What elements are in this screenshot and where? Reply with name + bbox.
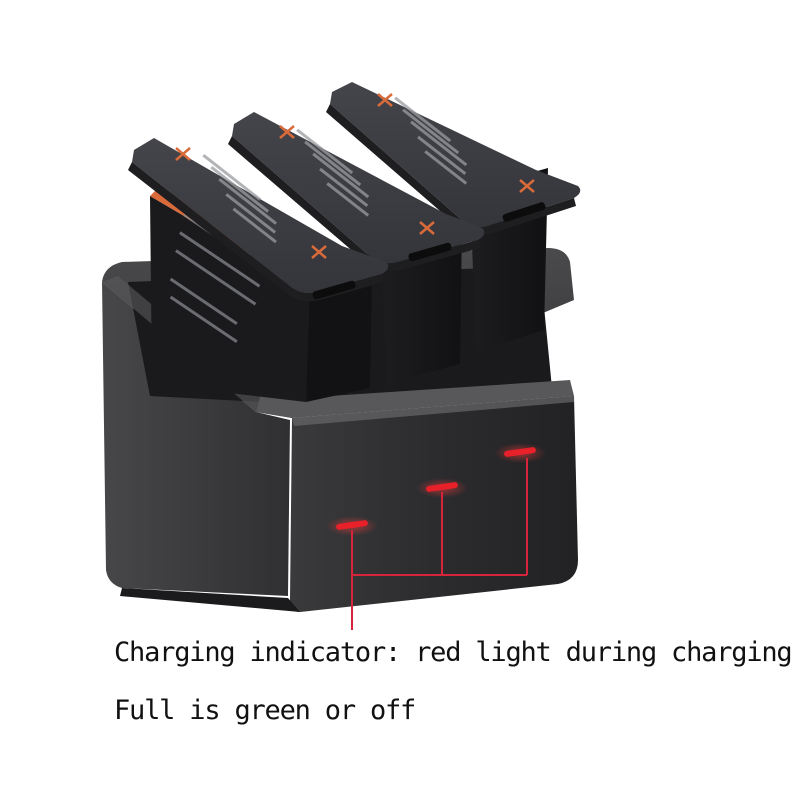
battery-slot-2 — [228, 112, 485, 384]
indicator-light-2 — [416, 478, 468, 498]
caption-full-state: Full is green or off — [114, 695, 416, 726]
callout-lines — [351, 458, 528, 630]
battery-slot-1 — [128, 138, 389, 402]
indicator-light-3 — [494, 443, 546, 463]
caption-charging-indicator: Charging indicator: red light during cha… — [114, 637, 793, 668]
battery-slot-3 — [326, 82, 581, 352]
indicator-light-1 — [326, 516, 378, 536]
